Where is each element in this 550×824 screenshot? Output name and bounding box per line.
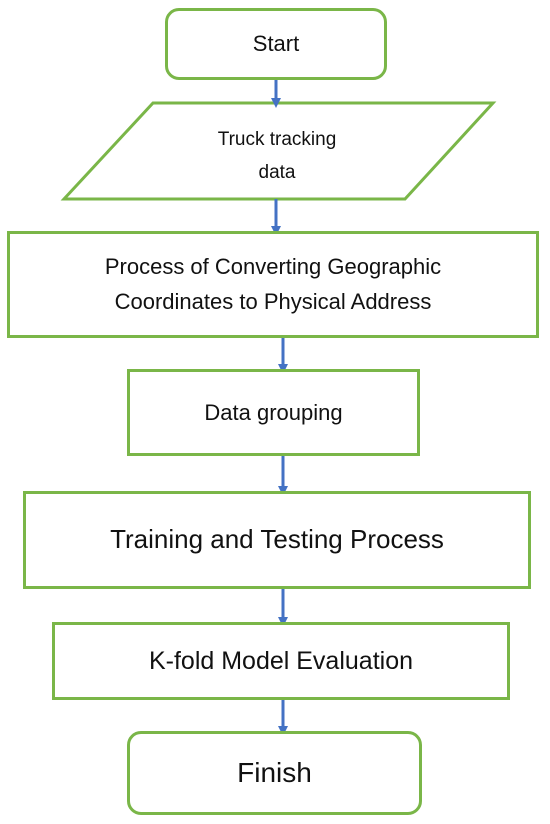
kfold-evaluation-node: K-fold Model Evaluation [52, 622, 510, 700]
geocoding-process-node: Process of Converting Geographic Coordin… [7, 231, 539, 338]
kfold-label: K-fold Model Evaluation [148, 646, 414, 675]
grouping-label: Data grouping [204, 399, 343, 425]
geo-label-line2: Coordinates to Physical Address [114, 288, 432, 314]
finish-node: Finish [127, 731, 422, 815]
finish-label: Finish [237, 756, 312, 788]
training-label: Training and Testing Process [110, 524, 444, 555]
start-label: Start [252, 31, 300, 57]
input-label-line1: Truck tracking [217, 128, 337, 150]
data-grouping-node: Data grouping [127, 369, 420, 456]
input-data-parallelogram [60, 101, 497, 201]
input-data-label: Truck tracking data [120, 116, 434, 196]
geo-label-line1: Process of Converting Geographic [104, 254, 442, 280]
start-node: Start [165, 8, 387, 80]
input-label-line2: data [258, 162, 296, 183]
training-testing-node: Training and Testing Process [23, 491, 531, 589]
